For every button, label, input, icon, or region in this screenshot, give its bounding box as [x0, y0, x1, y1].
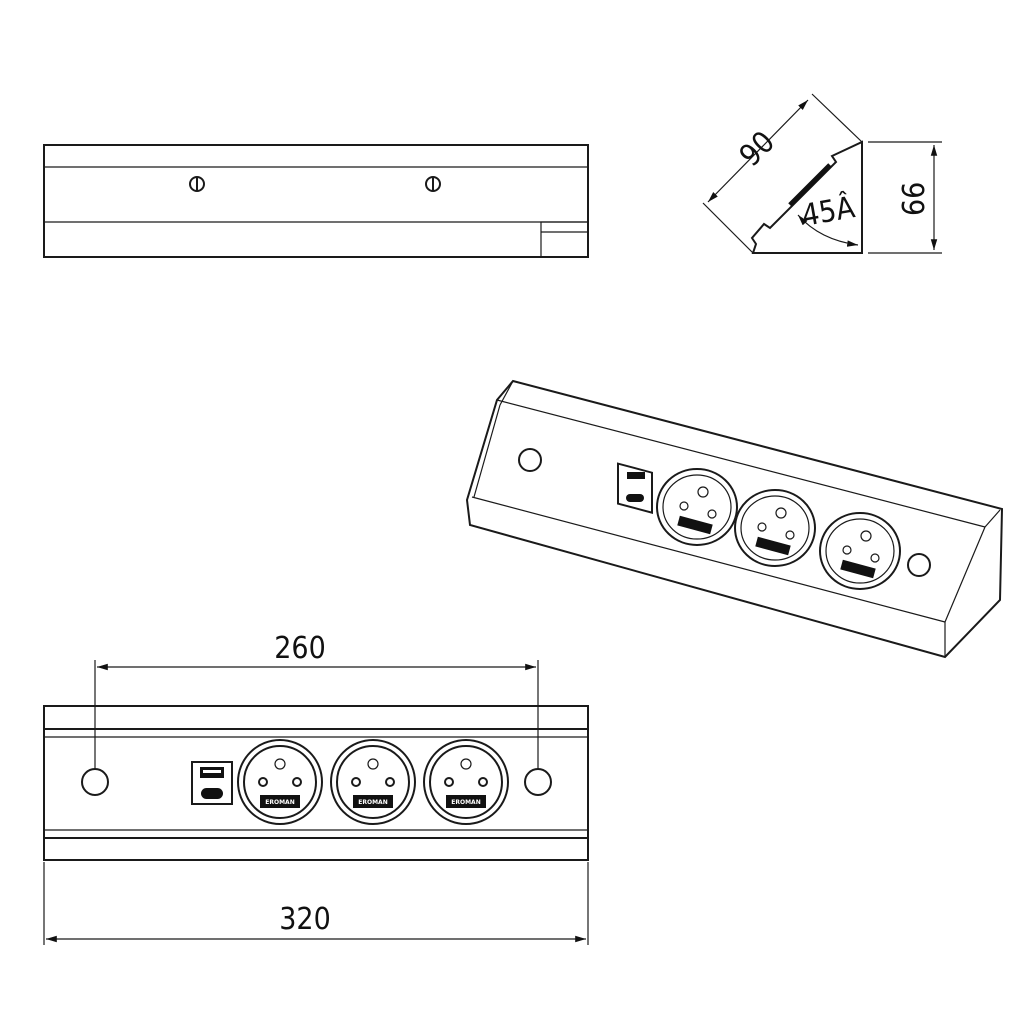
dim-66-label: 66 — [897, 182, 932, 216]
usb-module — [617, 462, 653, 514]
usb-module — [191, 761, 233, 805]
dim-90-label: 90 — [733, 125, 782, 174]
usb-c-port-icon — [201, 788, 223, 799]
brand-logo: EROMAN — [451, 799, 480, 806]
mount-hole — [81, 768, 109, 796]
brand-logo: EROMAN — [358, 799, 387, 806]
dim-angle-label: 45Â — [799, 189, 858, 234]
screw-icon — [425, 176, 441, 192]
mount-hole — [518, 448, 542, 472]
front-view: EROMAN EROMAN EROMAN 260 320 — [43, 631, 589, 945]
iso-socket — [734, 489, 816, 567]
brand-logo: EROMAN — [265, 799, 294, 806]
socket: EROMAN — [237, 739, 323, 825]
top-view — [43, 144, 589, 258]
socket: EROMAN — [423, 739, 509, 825]
dim-260-label: 260 — [274, 631, 326, 666]
mount-hole — [907, 553, 931, 577]
iso-socket — [656, 468, 738, 546]
mount-hole — [524, 768, 552, 796]
dim-320-label: 320 — [279, 902, 331, 937]
side-view: 90 45Â 66 — [702, 93, 942, 254]
iso-socket — [819, 512, 901, 590]
socket: EROMAN — [330, 739, 416, 825]
isometric-view — [465, 379, 1004, 659]
screw-icon — [189, 176, 205, 192]
